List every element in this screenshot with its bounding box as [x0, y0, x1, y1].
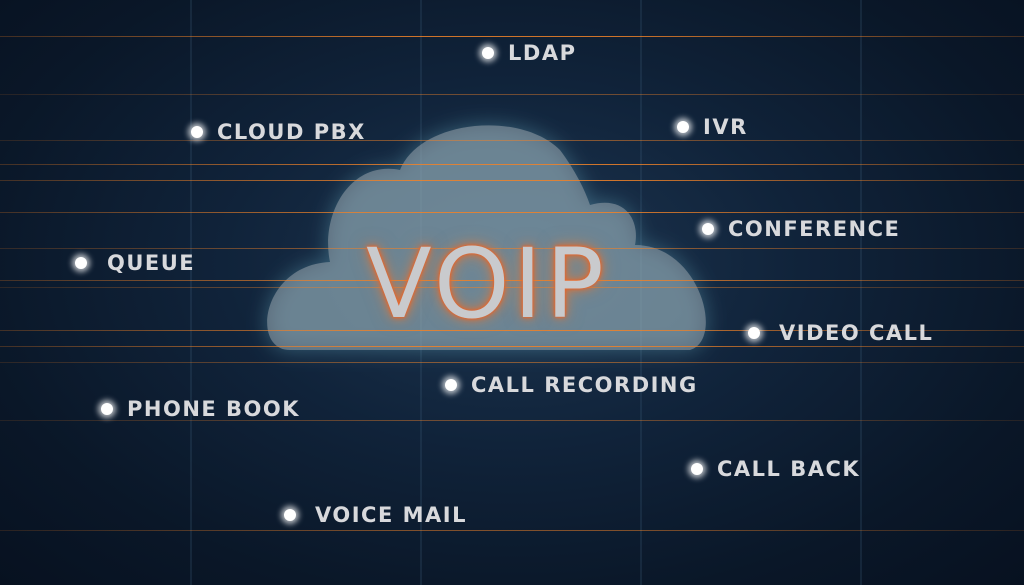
- feature-label: CONFERENCE: [728, 217, 901, 241]
- feature-call-back: CALL BACK: [691, 457, 860, 481]
- feature-ivr: IVR: [677, 115, 748, 139]
- bullet-dot-icon: [75, 257, 87, 269]
- feature-label: CLOUD PBX: [217, 120, 366, 144]
- feature-label: VOICE MAIL: [315, 503, 467, 527]
- bullet-dot-icon: [101, 403, 113, 415]
- feature-label: QUEUE: [107, 251, 196, 275]
- feature-label: PHONE BOOK: [127, 397, 301, 421]
- feature-label: CALL BACK: [717, 457, 861, 481]
- bullet-dot-icon: [445, 379, 457, 391]
- bullet-dot-icon: [748, 327, 760, 339]
- bullet-dot-icon: [691, 463, 703, 475]
- feature-voice-mail: VOICE MAIL: [284, 503, 467, 527]
- bullet-dot-icon: [677, 121, 689, 133]
- feature-label: LDAP: [508, 41, 577, 65]
- bullet-dot-icon: [702, 223, 714, 235]
- feature-call-recording: CALL RECORDING: [445, 373, 698, 397]
- feature-video-call: VIDEO CALL: [748, 321, 933, 345]
- feature-ldap: LDAP: [482, 41, 576, 65]
- voip-title: VOIP: [366, 228, 608, 340]
- feature-label: IVR: [703, 115, 748, 139]
- feature-conference: CONFERENCE: [702, 217, 900, 241]
- bullet-dot-icon: [191, 126, 203, 138]
- feature-cloud-pbx: CLOUD PBX: [191, 120, 366, 144]
- bullet-dot-icon: [482, 47, 494, 59]
- feature-label: VIDEO CALL: [779, 321, 934, 345]
- feature-queue: QUEUE: [75, 251, 195, 275]
- feature-phone-book: PHONE BOOK: [101, 397, 300, 421]
- bullet-dot-icon: [284, 509, 296, 521]
- feature-label: CALL RECORDING: [471, 373, 698, 397]
